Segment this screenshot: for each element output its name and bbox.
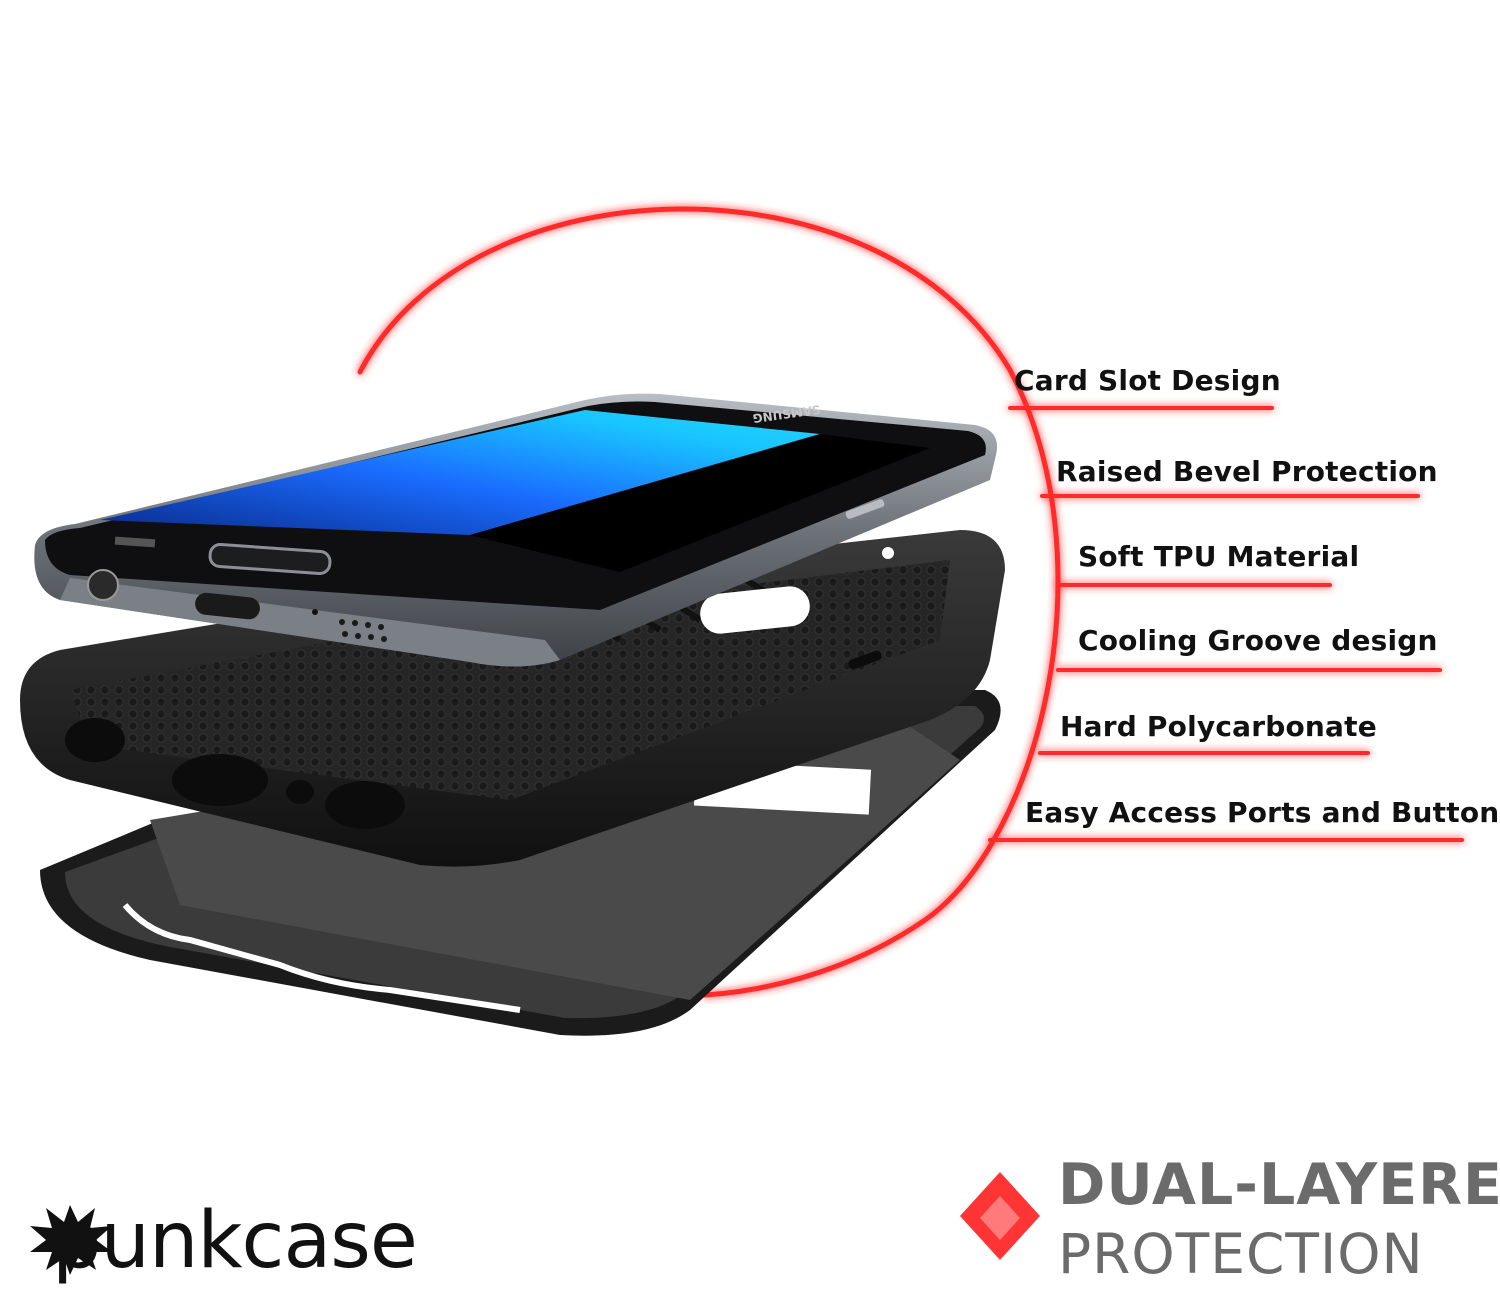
feature-label-ports: Easy Access Ports and Buttons <box>1025 796 1500 829</box>
soft-tpu-layer <box>20 530 1005 867</box>
feature-label-bevel: Raised Bevel Protection <box>1056 455 1438 488</box>
feature-label-tpu: Soft TPU Material <box>1078 540 1360 573</box>
punkcase-splat-icon <box>30 1205 112 1275</box>
badge-subtitle: PROTECTION <box>1058 1222 1424 1286</box>
feature-label-polycarbonate: Hard Polycarbonate <box>1060 710 1377 743</box>
badge-diamond-icon <box>960 1172 1040 1260</box>
callout-arc <box>357 206 1061 998</box>
feature-label-card-slot: Card Slot Design <box>1014 364 1281 397</box>
phone: SAMSUNG <box>34 393 998 667</box>
feature-label-cooling: Cooling Groove design <box>1078 624 1438 657</box>
brand-logo: punkcase <box>52 1196 418 1286</box>
badge-title: DUAL-LAYERED <box>1058 1152 1500 1218</box>
callout-lines <box>988 406 1464 842</box>
